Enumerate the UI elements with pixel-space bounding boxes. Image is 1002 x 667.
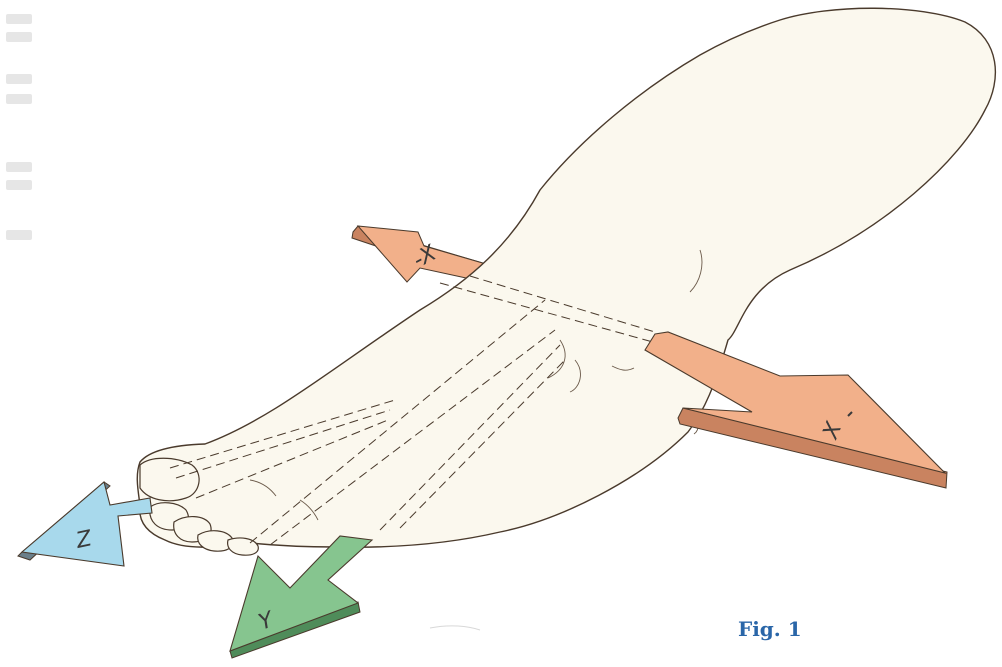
foot-illustration: [137, 8, 995, 555]
z-axis-arrow: Z: [18, 482, 152, 566]
neg-x-axis-arrow: -X: [352, 226, 486, 282]
figure-caption: Fig. 1: [738, 617, 802, 641]
smudge-mark: [430, 626, 480, 630]
pos-x-axis-arrow: X: [645, 332, 947, 488]
